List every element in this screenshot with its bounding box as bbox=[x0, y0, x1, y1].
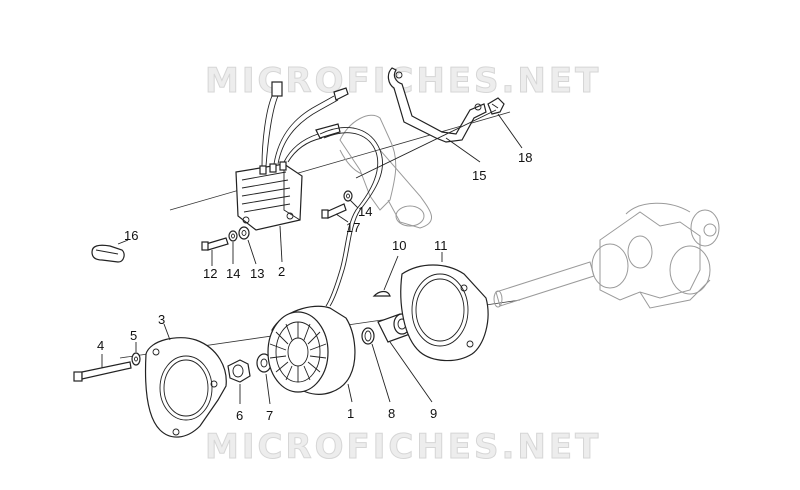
callout-18: 18 bbox=[518, 150, 532, 165]
watermark-bottom: MICROFICHES.NET bbox=[205, 427, 601, 467]
watermark-top: MICROFICHES.NET bbox=[205, 61, 601, 101]
regulator-screw-12 bbox=[201, 237, 229, 266]
callout-16: 16 bbox=[124, 228, 138, 243]
callout-14-regulator: 14 bbox=[226, 266, 240, 281]
callout-7: 7 bbox=[266, 408, 273, 423]
callout-5: 5 bbox=[130, 328, 137, 343]
callout-3: 3 bbox=[158, 312, 165, 327]
callout-6: 6 bbox=[236, 408, 243, 423]
callout-4: 4 bbox=[97, 338, 104, 353]
callout-15: 15 bbox=[472, 168, 486, 183]
o-ring bbox=[361, 327, 391, 403]
crankshaft bbox=[493, 202, 720, 309]
callout-11: 11 bbox=[434, 238, 448, 253]
long-bolt bbox=[73, 354, 132, 382]
nut bbox=[227, 359, 251, 404]
callout-10: 10 bbox=[392, 238, 406, 253]
callout-13: 13 bbox=[250, 266, 264, 281]
leader-2 bbox=[279, 225, 283, 263]
mounting-bracket bbox=[387, 67, 487, 163]
callout-9: 9 bbox=[430, 406, 437, 421]
voltage-regulator bbox=[235, 81, 383, 307]
assembly-axis-upper bbox=[169, 111, 511, 211]
rear-housing bbox=[400, 252, 489, 362]
bolt-washer bbox=[131, 342, 141, 366]
woodruff-key bbox=[372, 255, 399, 297]
bracket-washer-14 bbox=[343, 190, 359, 209]
regulator-washer-13 bbox=[238, 226, 257, 265]
callout-1: 1 bbox=[347, 406, 354, 421]
callout-17: 17 bbox=[346, 220, 360, 235]
regulator-washer-14 bbox=[228, 230, 238, 264]
rubber-grommet bbox=[91, 239, 129, 263]
bracket-screw-17 bbox=[321, 203, 349, 223]
alternator-stator bbox=[267, 305, 356, 403]
callout-8: 8 bbox=[388, 406, 395, 421]
callout-2: 2 bbox=[278, 264, 285, 279]
frame-casting bbox=[339, 114, 432, 229]
wire-clip bbox=[355, 97, 523, 179]
front-cover bbox=[144, 323, 227, 438]
callout-14-bracket: 14 bbox=[358, 204, 372, 219]
callout-12: 12 bbox=[203, 266, 217, 281]
